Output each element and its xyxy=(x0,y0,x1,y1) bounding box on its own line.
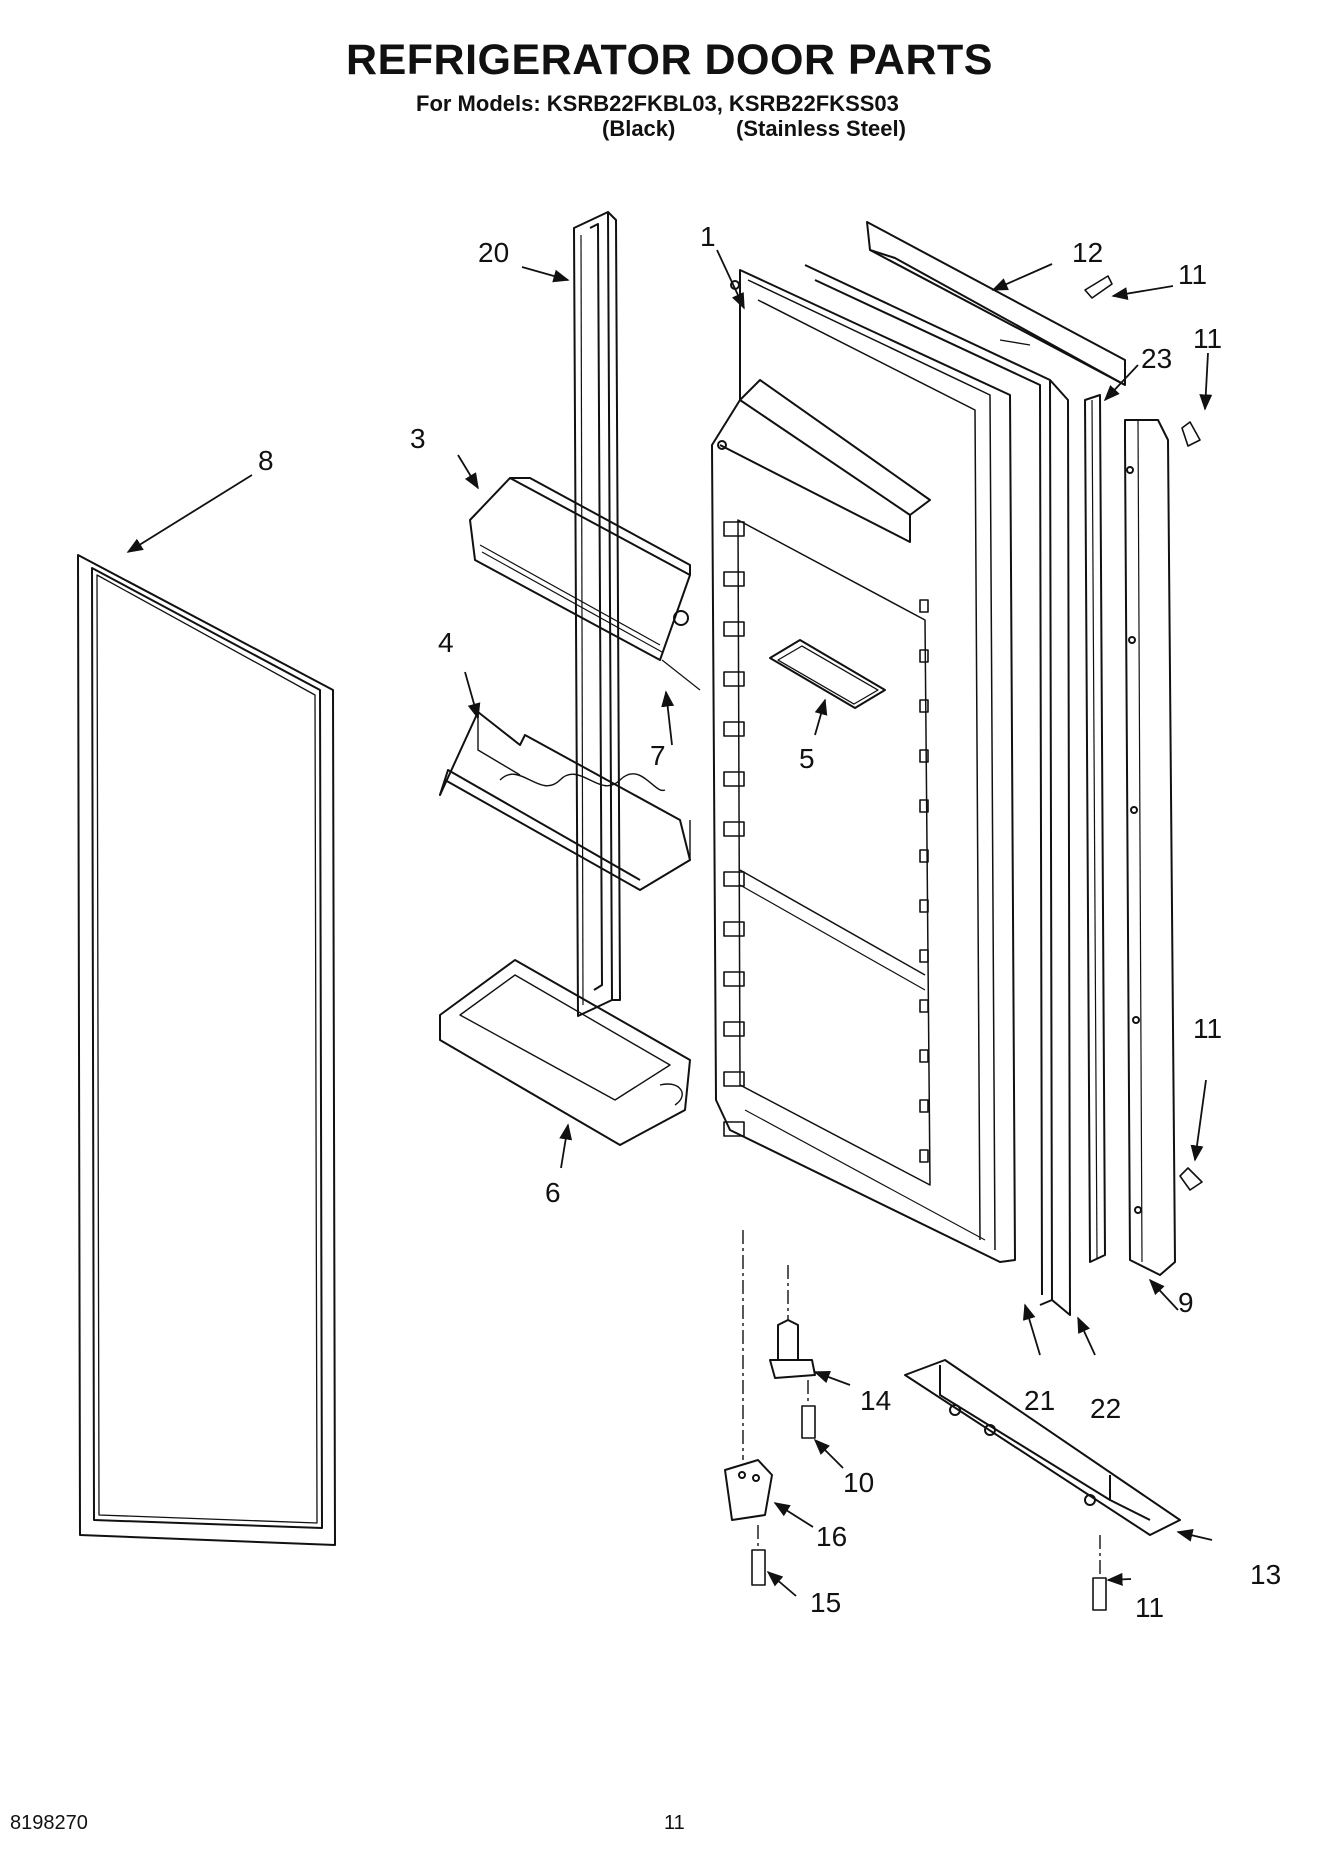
callout-20: 20 xyxy=(478,237,509,268)
butter-tray xyxy=(769,639,886,709)
door-outer-panels xyxy=(804,264,1071,1316)
callout-9: 9 xyxy=(1178,1287,1194,1318)
top-door-cap xyxy=(866,221,1126,386)
variant-stainless: (Stainless Steel) xyxy=(736,116,906,141)
callout-3: 3 xyxy=(410,423,426,454)
callout-22: 22 xyxy=(1090,1393,1121,1424)
hinge-plate xyxy=(724,1459,773,1521)
page-title: REFRIGERATOR DOOR PARTS xyxy=(346,36,993,84)
callout-4: 4 xyxy=(438,627,454,658)
door-trim-strip xyxy=(573,211,621,1017)
dairy-door xyxy=(469,477,701,691)
callout-8: 8 xyxy=(258,445,274,476)
callout-1: 1 xyxy=(700,221,716,252)
callout-15: 15 xyxy=(810,1587,841,1618)
door-bin-large xyxy=(439,959,691,1146)
variant-black: (Black) xyxy=(602,116,676,141)
bottom-hinge-bracket xyxy=(904,1359,1181,1536)
models-line: For Models: KSRB22FKBL03, KSRB22FKSS03 xyxy=(416,91,899,116)
liner-shelf-tabs xyxy=(723,521,929,1163)
callout-23: 23 xyxy=(1141,343,1172,374)
callout-11-d: 11 xyxy=(1135,1592,1164,1623)
document-number: 8198270 xyxy=(10,1812,88,1834)
callout-6: 6 xyxy=(545,1177,561,1208)
door-gasket xyxy=(77,554,336,1546)
callout-11-b: 11 xyxy=(1193,323,1222,354)
door-liner xyxy=(711,269,1016,1263)
callout-11-c: 11 xyxy=(1193,1013,1222,1044)
callout-21: 21 xyxy=(1024,1385,1055,1416)
screws xyxy=(751,275,1203,1611)
door-bin-small xyxy=(439,711,691,891)
callout-12: 12 xyxy=(1072,237,1103,268)
callout-11-a: 11 xyxy=(1178,259,1207,290)
callout-5: 5 xyxy=(799,743,815,774)
callout-13: 13 xyxy=(1250,1559,1281,1590)
side-gasket-strip xyxy=(1084,394,1106,1263)
callout-leaders xyxy=(126,249,1213,1597)
callout-7: 7 xyxy=(650,740,666,771)
callout-10: 10 xyxy=(843,1467,874,1498)
callout-14: 14 xyxy=(860,1385,891,1416)
page-number: 11 xyxy=(664,1812,685,1834)
alignment-lines xyxy=(742,1230,1101,1575)
side-door-trim xyxy=(1124,419,1176,1276)
callout-16: 16 xyxy=(816,1521,847,1552)
hinge-pin xyxy=(769,1319,816,1379)
